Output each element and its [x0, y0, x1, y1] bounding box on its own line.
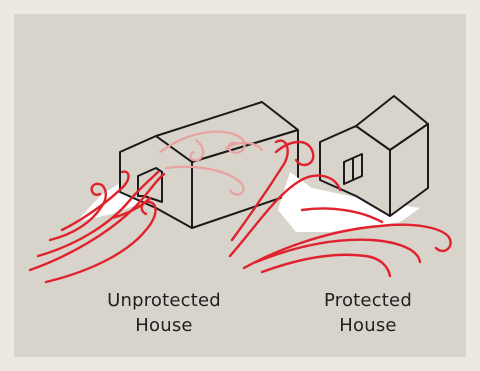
wind-shadow — [278, 172, 420, 232]
wind-swirl-icon — [228, 139, 452, 278]
caption-line-1: Protected — [324, 290, 412, 311]
wind-swirl-icon — [28, 170, 166, 284]
protected-house-icon — [228, 95, 452, 278]
caption-line-1: Unprotected — [107, 290, 221, 311]
unprotected-house-caption: Unprotected House — [84, 288, 244, 338]
interior-wind-swirls — [158, 130, 264, 196]
protected-house-caption: Protected House — [288, 288, 448, 338]
caption-line-2: House — [339, 315, 397, 336]
unprotected-house-icon — [28, 101, 299, 284]
caption-line-2: House — [135, 315, 193, 336]
